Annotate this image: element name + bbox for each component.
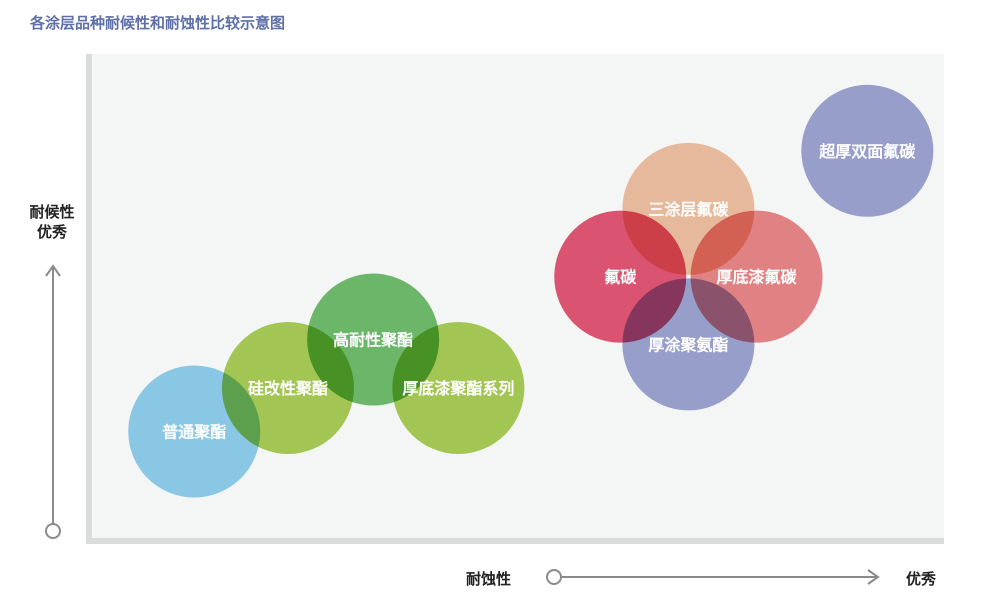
- x-axis-arrowhead: [867, 569, 880, 585]
- bubble-label-2: 高耐性聚酯: [333, 331, 413, 350]
- bubble-7: [622, 278, 755, 411]
- y-axis-arrowhead: [45, 264, 61, 277]
- y-axis-label: 耐候性 优秀: [22, 202, 82, 242]
- bubble-label-0: 普通聚酯: [162, 423, 226, 442]
- bubble-8: [801, 84, 934, 217]
- bubble-label-5: 氟碳: [604, 268, 637, 287]
- bubble-label-7: 厚涂聚氨酯: [648, 335, 728, 354]
- bubble-label-6: 厚底漆氟碳: [717, 268, 798, 287]
- bubble-3: [392, 321, 525, 454]
- bubble-label-1: 硅改性聚酯: [248, 379, 328, 398]
- y-axis-label-line1: 耐候性: [29, 203, 75, 221]
- y-axis-origin-circle: [45, 523, 61, 539]
- chart-title: 各涂层品种耐候性和耐蚀性比较示意图: [30, 14, 286, 32]
- bubble-label-8: 超厚双面氟碳: [818, 142, 916, 161]
- x-axis-high-label: 优秀: [906, 570, 937, 588]
- x-axis-origin-circle: [546, 569, 562, 585]
- bubble-label-3: 厚底漆聚酯系列: [402, 379, 514, 398]
- bubble-label-4: 三涂层氟碳: [648, 200, 729, 219]
- y-axis-label-line2: 优秀: [36, 223, 67, 241]
- x-axis-label: 耐蚀性: [466, 570, 512, 588]
